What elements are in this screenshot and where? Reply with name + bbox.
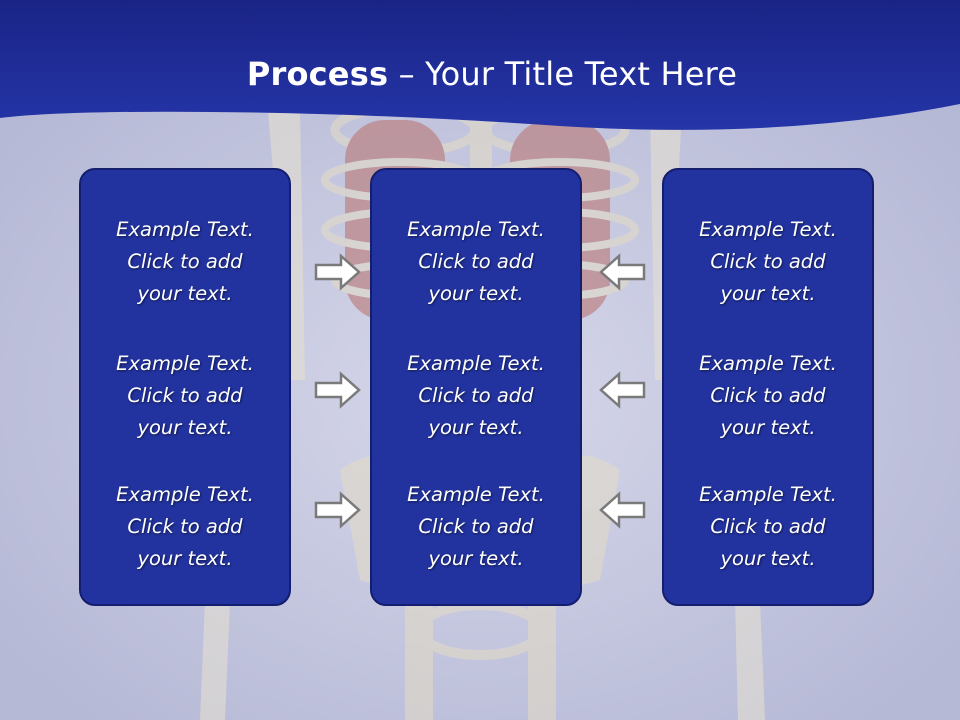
item-line: Click to add: [418, 515, 534, 538]
item-line: Click to add: [127, 384, 243, 407]
panel-left-item-3[interactable]: Example Text. Click to add your text.: [81, 479, 289, 575]
item-line: your text.: [428, 282, 524, 305]
item-line: your text.: [137, 282, 233, 305]
panel-center-item-3[interactable]: Example Text. Click to add your text.: [372, 479, 580, 575]
item-line: Click to add: [127, 250, 243, 273]
item-line: Example Text.: [407, 483, 545, 506]
item-line: your text.: [720, 282, 816, 305]
panel-center-item-2[interactable]: Example Text. Click to add your text.: [372, 348, 580, 444]
item-line: Click to add: [418, 384, 534, 407]
item-line: your text.: [720, 416, 816, 439]
item-line: Example Text.: [116, 352, 254, 375]
item-line: Example Text.: [116, 218, 254, 241]
item-line: Example Text.: [699, 218, 837, 241]
title-rest: – Your Title Text Here: [388, 55, 738, 93]
item-line: your text.: [137, 416, 233, 439]
item-line: Example Text.: [699, 352, 837, 375]
item-line: Click to add: [418, 250, 534, 273]
panel-right-item-2[interactable]: Example Text. Click to add your text.: [664, 348, 872, 444]
item-line: Example Text.: [116, 483, 254, 506]
item-line: Click to add: [710, 384, 826, 407]
text-panel-left[interactable]: Example Text. Click to add your text. Ex…: [79, 168, 291, 606]
panel-left-item-2[interactable]: Example Text. Click to add your text.: [81, 348, 289, 444]
item-line: Click to add: [127, 515, 243, 538]
right-arrow-icon: [314, 491, 361, 529]
panel-left-item-1[interactable]: Example Text. Click to add your text.: [81, 214, 289, 310]
header-banner: [0, 0, 960, 130]
item-line: your text.: [428, 547, 524, 570]
item-line: your text.: [720, 547, 816, 570]
text-panel-right[interactable]: Example Text. Click to add your text. Ex…: [662, 168, 874, 606]
item-line: Example Text.: [407, 218, 545, 241]
left-arrow-icon: [599, 371, 646, 409]
item-line: Example Text.: [407, 352, 545, 375]
item-line: Click to add: [710, 250, 826, 273]
panel-center-item-1[interactable]: Example Text. Click to add your text.: [372, 214, 580, 310]
right-arrow-icon: [314, 253, 361, 291]
left-arrow-icon: [599, 253, 646, 291]
left-arrow-icon: [599, 491, 646, 529]
title-bold: Process: [246, 55, 389, 93]
panel-right-item-3[interactable]: Example Text. Click to add your text.: [664, 479, 872, 575]
page-title[interactable]: Process – Your Title Text Here: [0, 52, 960, 96]
right-arrow-icon: [314, 371, 361, 409]
item-line: Click to add: [710, 515, 826, 538]
item-line: your text.: [137, 547, 233, 570]
text-panel-center[interactable]: Example Text. Click to add your text. Ex…: [370, 168, 582, 606]
panel-right-item-1[interactable]: Example Text. Click to add your text.: [664, 214, 872, 310]
item-line: Example Text.: [699, 483, 837, 506]
item-line: your text.: [428, 416, 524, 439]
